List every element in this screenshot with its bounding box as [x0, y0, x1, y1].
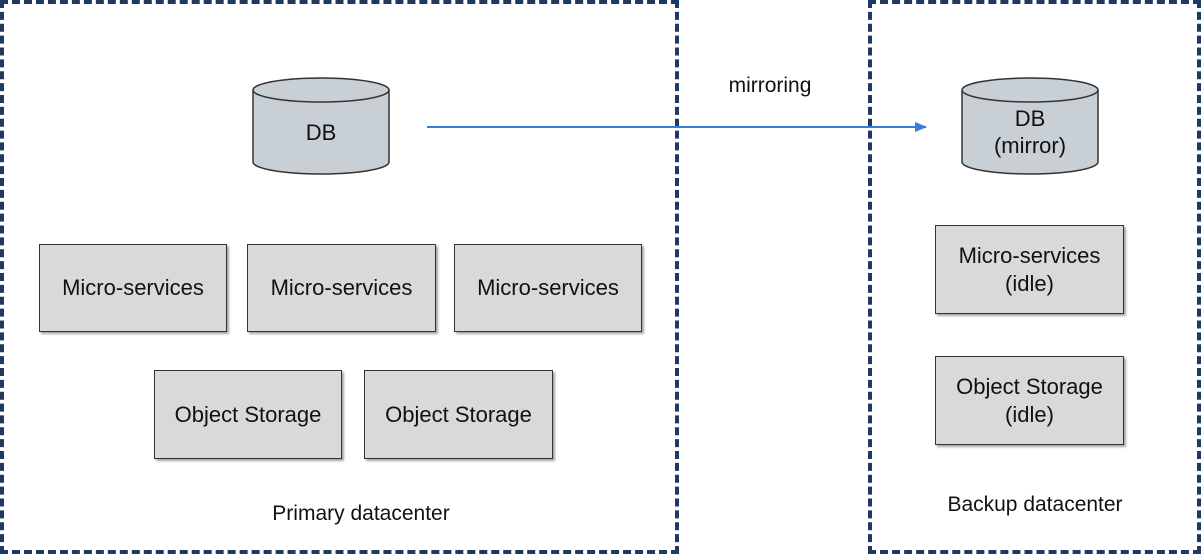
object-storage-label: Object Storage — [174, 401, 322, 427]
backup-datacenter — [868, 0, 1201, 554]
primary-microservices-3: Micro-services — [454, 244, 642, 332]
backup-microservices: Micro-services (idle) — [935, 225, 1124, 314]
backup-db-cylinder: DB (mirror) — [959, 76, 1101, 178]
mirroring-label: mirroring — [728, 74, 812, 97]
backup-db-label-line1: DB — [1014, 106, 1046, 131]
primary-db-label: DB — [305, 120, 337, 145]
primary-microservices-1: Micro-services — [39, 244, 227, 332]
backup-datacenter-label: Backup datacenter — [947, 493, 1123, 516]
primary-object-storage-1: Object Storage — [154, 370, 342, 459]
backup-microservices-line1: Micro-services — [958, 242, 1101, 268]
backup-microservices-line2: (idle) — [1005, 270, 1054, 296]
backup-object-storage-line1: Object Storage — [956, 373, 1103, 399]
database-icon — [961, 77, 1099, 175]
primary-microservices-2: Micro-services — [247, 244, 436, 332]
microservices-label: Micro-services — [477, 275, 619, 300]
primary-db-cylinder: DB — [250, 76, 392, 178]
primary-datacenter-label: Primary datacenter — [272, 502, 450, 525]
microservices-label: Micro-services — [62, 275, 204, 300]
primary-datacenter — [0, 0, 679, 554]
backup-db-label-line2: (mirror) — [993, 133, 1067, 158]
backup-object-storage-line2: (idle) — [1005, 401, 1054, 427]
database-icon — [252, 77, 390, 175]
primary-object-storage-2: Object Storage — [364, 370, 553, 459]
object-storage-label: Object Storage — [385, 401, 532, 427]
backup-db-label: DB (mirror) — [959, 105, 1101, 159]
backup-object-storage: Object Storage (idle) — [935, 356, 1124, 445]
microservices-label: Micro-services — [270, 275, 413, 300]
